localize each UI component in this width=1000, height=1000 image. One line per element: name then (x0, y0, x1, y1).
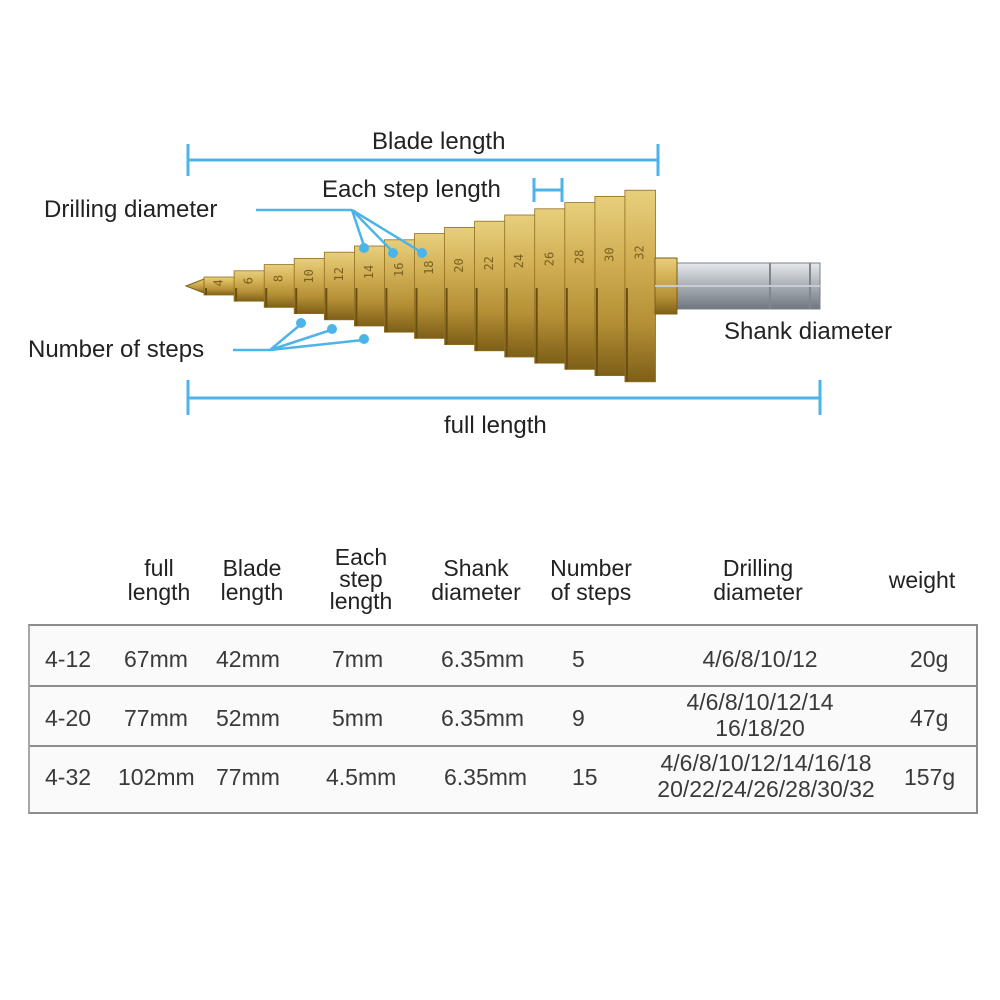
cell-weight: 47g (910, 705, 949, 731)
drill-step (564, 202, 596, 370)
cell-blade-length: 42mm (216, 646, 280, 672)
header-weight: weight (888, 567, 956, 593)
each-step-length-label: Each step length (322, 176, 501, 203)
step-size-mark: 6 (242, 277, 256, 284)
blade-length-dimension (186, 144, 660, 176)
full-length-dimension (186, 380, 822, 415)
number-of-steps-leader (233, 318, 369, 352)
drill-step (323, 251, 356, 321)
cell-shank-diameter: 6.35mm (441, 646, 525, 672)
table-frame (28, 624, 978, 814)
step-size-mark: 14 (362, 265, 376, 279)
drill-step (293, 257, 326, 314)
drill-bit-body (184, 189, 656, 383)
step-drill-diagram: 4 6 8 10 12 14 16 18 20 22 24 26 28 30 32 (0, 0, 1000, 470)
cell-blade-length: 77mm (216, 764, 280, 790)
header-number-of-steps: Number of steps (550, 555, 632, 605)
step-size-mark: 16 (392, 263, 406, 277)
drill-step (504, 214, 536, 358)
header-blade-length: Blade length (220, 555, 284, 605)
cell-full-length: 77mm (124, 705, 188, 731)
cell-full-length: 102mm (118, 764, 195, 790)
drill-step (594, 195, 626, 376)
drill-step (233, 270, 266, 302)
step-size-mark: 28 (572, 250, 586, 264)
cell-steps: 15 (572, 764, 598, 790)
step-size-markings: 4 6 8 10 12 14 16 18 20 22 24 26 28 30 32 (212, 245, 647, 286)
header-drilling-diameter: Drilling diameter (713, 555, 803, 605)
cell-steps: 9 (572, 705, 585, 731)
cell-shank-diameter: 6.35mm (441, 705, 525, 731)
drill-step (474, 220, 506, 352)
cell-model: 4-20 (45, 705, 92, 731)
shank-diameter-label: Shank diameter (724, 318, 893, 345)
full-length-label: full length (444, 412, 547, 439)
blade-length-label: Blade length (372, 128, 506, 155)
step-size-mark: 24 (512, 254, 526, 268)
cell-shank-diameter: 6.35mm (444, 764, 528, 790)
cell-step-length: 4.5mm (326, 764, 397, 790)
drill-step (624, 189, 656, 383)
cell-weight: 20g (910, 646, 949, 672)
spec-table: full length Blade length Each step lengt… (0, 540, 1000, 830)
number-of-steps-label: Number of steps (28, 336, 205, 363)
cell-step-length: 7mm (332, 646, 384, 672)
step-size-mark: 22 (482, 256, 496, 270)
drill-step (263, 264, 296, 308)
header-each-step-length: Each step length (329, 544, 393, 614)
cell-step-length: 5mm (332, 705, 384, 731)
header-shank-diameter: Shank diameter (431, 555, 521, 605)
step-size-mark: 12 (332, 267, 346, 281)
table-row-divider (30, 745, 978, 747)
drill-bit-illustration: 4 6 8 10 12 14 16 18 20 22 24 26 28 30 32 (184, 144, 822, 415)
drill-step (534, 208, 566, 364)
step-size-mark: 32 (633, 245, 647, 259)
header-full-length: full length (127, 555, 191, 605)
step-size-mark: 18 (422, 260, 436, 274)
table-row-divider (30, 685, 978, 687)
drill-step (444, 226, 476, 345)
cell-model: 4-32 (45, 764, 92, 790)
step-size-mark: 8 (272, 275, 286, 282)
drill-tip (184, 278, 205, 294)
cell-model: 4-12 (45, 646, 92, 672)
cell-full-length: 67mm (124, 646, 188, 672)
drilling-diameter-leader (256, 208, 427, 258)
step-size-mark: 30 (602, 247, 616, 261)
cell-steps: 5 (572, 646, 585, 672)
cell-weight: 157g (904, 764, 956, 790)
cell-drilling-diameter: 4/6/8/10/12 (702, 646, 818, 672)
step-size-mark: 26 (542, 252, 556, 266)
drilling-diameter-label: Drilling diameter (44, 196, 218, 223)
step-size-mark: 10 (302, 269, 316, 283)
cell-drilling-diameter: 4/6/8/10/12/14/16/18 20/22/24/26/28/30/3… (657, 750, 875, 802)
step-length-marker (532, 178, 564, 202)
step-size-mark: 4 (212, 279, 226, 286)
cell-blade-length: 52mm (216, 705, 280, 731)
drill-step (353, 245, 386, 327)
step-size-mark: 20 (452, 258, 466, 272)
cell-drilling-diameter: 4/6/8/10/12/14 16/18/20 (686, 689, 834, 741)
